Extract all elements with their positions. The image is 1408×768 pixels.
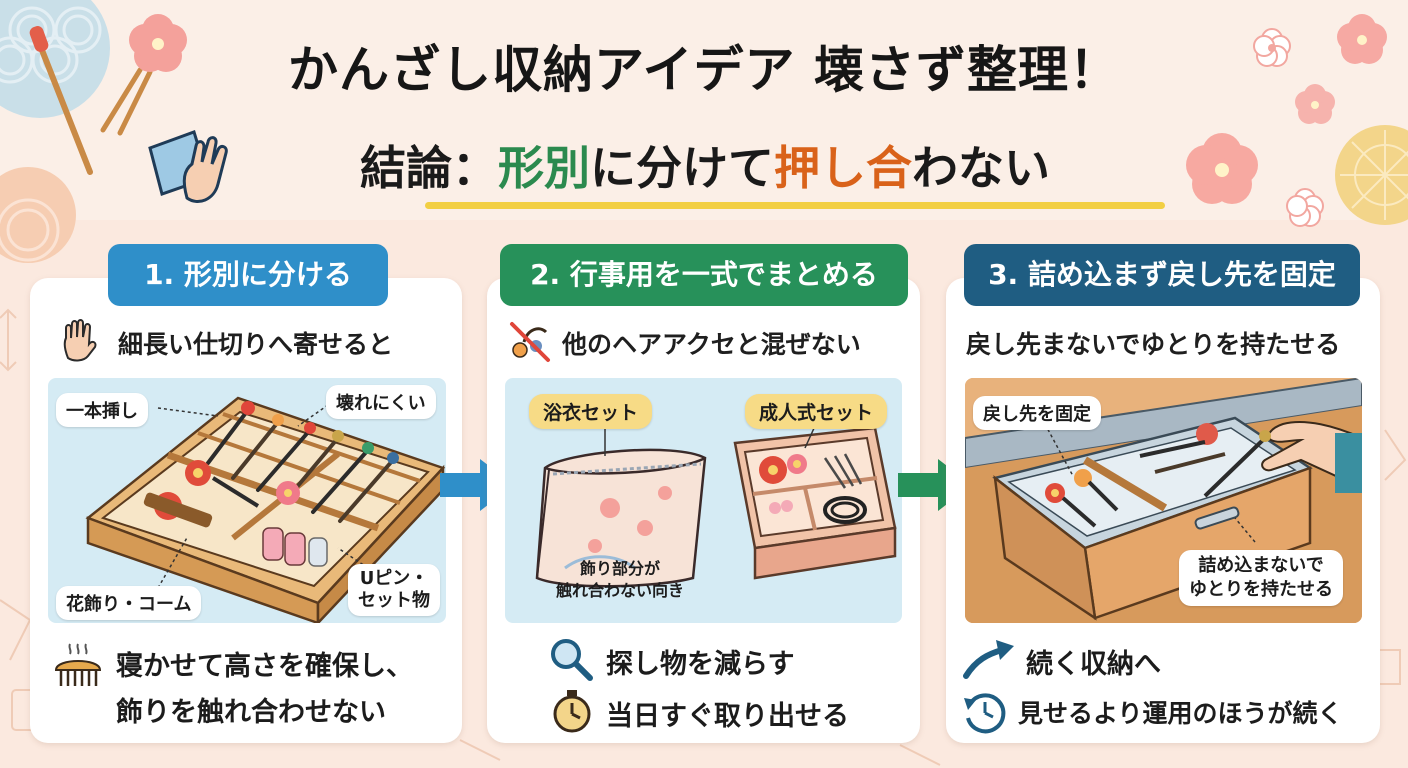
- step-1-bottom-line-1: 寝かせて高さを確保し、: [116, 651, 413, 682]
- label-yukata-set: 浴衣セット: [529, 394, 653, 429]
- step-3-subtitle: 戻し先まないでゆとりを持たせる: [966, 330, 1341, 359]
- step-3-scene: 戻し先を固定 詰め込まないでゆとりを持たせる: [965, 378, 1362, 623]
- label-hard-to-break: 壊れにくい: [326, 385, 436, 419]
- magnifier-icon: [551, 639, 593, 681]
- conclusion-mid: に分けて: [590, 141, 774, 195]
- stopwatch-icon: [553, 690, 591, 733]
- sakura-flowers: [129, 14, 1387, 227]
- step-1-scene: 一本挿し 壊れにくい 花飾り・コーム Uピン・セット物: [48, 378, 446, 623]
- clock-cycle-icon: [964, 693, 1006, 734]
- conclusion-highlight-shape: 形別: [498, 141, 590, 195]
- step-1-subtitle: 細長い仕切りへ寄せると: [118, 330, 394, 359]
- step-3-ribbon: 3. 詰め込まず戻し先を固定: [964, 244, 1360, 306]
- label-decor-orientation-1: 飾り部分が: [579, 559, 660, 578]
- conclusion-suffix: わない: [912, 141, 1050, 195]
- step-2-bottom-line-1: 探し物を減らす: [606, 649, 795, 680]
- step-2-ribbon: 2. 行事用を一式でまとめる: [500, 244, 908, 306]
- label-single-stick: 一本挿し: [56, 393, 148, 427]
- trend-arrow-icon: [963, 640, 1014, 679]
- label-fix-return-place: 戻し先を固定: [973, 396, 1101, 430]
- kanzashi-stick-illustration: [29, 26, 153, 175]
- conclusion-underline: [425, 202, 1165, 209]
- step-1-bottom-line-2: 飾りを触れ合わせない: [116, 697, 386, 728]
- no-mix-accessory-icon: [510, 322, 550, 362]
- label-flower-comb: 花飾り・コーム: [56, 586, 202, 620]
- label-set-items: セット物: [358, 590, 430, 611]
- step-3-bottom-line-1: 続く収納へ: [1026, 649, 1161, 680]
- label-leave-space-1: 詰め込まないで: [1198, 555, 1324, 576]
- label-decor-orientation-2: 触れ合わない向き: [555, 581, 684, 600]
- wave-pattern-circle: [0, 0, 110, 118]
- wooden-tray-illustration: [85, 396, 446, 623]
- conclusion-prefix: 結論：: [360, 141, 498, 195]
- hand-icon: [63, 319, 97, 362]
- label-decor-orientation: 飾り部分が触れ合わない向き: [525, 558, 715, 602]
- step-2-scene: 浴衣セット 成人式セット 飾り部分が触れ合わない向き: [505, 378, 902, 623]
- step-3-bottom-line-2: 見せるより運用のほうが続く: [1018, 699, 1343, 728]
- page-title: かんざし収納アイデア 壊さず整理！: [288, 41, 1120, 99]
- label-u-pin-set: Uピン・セット物: [348, 564, 440, 616]
- label-leave-space-2: ゆとりを持たせる: [1189, 579, 1333, 600]
- conclusion-text: 結論：形別に分けて押し合わない: [250, 136, 1160, 212]
- event-set-illustration: [535, 425, 897, 588]
- geometric-pattern-circle: [1335, 125, 1408, 225]
- comb-icon: [54, 643, 102, 686]
- step-2-bottom-line-2: 当日すぐ取り出せる: [606, 701, 849, 732]
- label-coming-of-age-set: 成人式セット: [745, 394, 888, 429]
- label-u-pin: Uピン・: [359, 568, 429, 589]
- conclusion-highlight-push: 押し合: [774, 141, 912, 195]
- step-1-ribbon: 1. 形別に分ける: [108, 244, 388, 306]
- step-2-subtitle: 他のヘアアクセと混ぜない: [562, 330, 861, 359]
- label-leave-space: 詰め込まないでゆとりを持たせる: [1179, 550, 1343, 606]
- cloth-hand-icon: [148, 130, 228, 203]
